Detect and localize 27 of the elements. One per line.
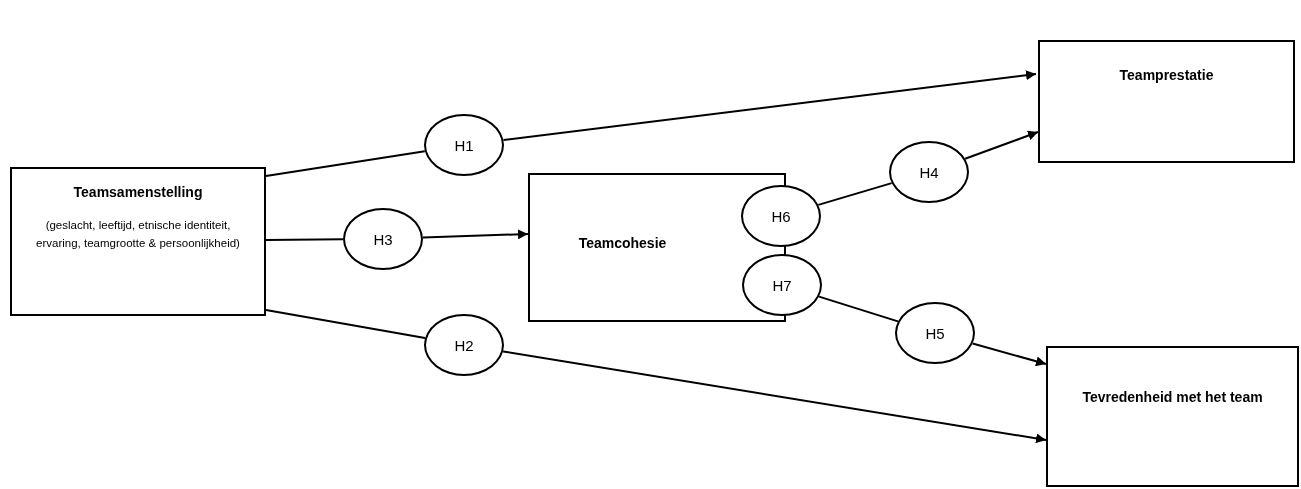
hypothesis-label: H4	[919, 163, 939, 181]
hypothesis-label: H1	[454, 136, 474, 154]
connector-line	[265, 309, 426, 340]
hypothesis-label: H7	[772, 276, 792, 294]
hypothesis-label: H5	[925, 324, 945, 342]
hypothesis-ellipse	[889, 141, 969, 203]
concept-title: Teamcohesie	[578, 234, 667, 254]
arrow	[421, 229, 529, 240]
concept-title: Teamsamenstelling	[73, 183, 203, 202]
hypothesis-label: H2	[454, 336, 474, 354]
concept-box	[528, 173, 743, 322]
arrow	[964, 130, 1039, 160]
arrow	[971, 342, 1047, 367]
concept-title: Teamprestatie	[1119, 66, 1214, 85]
arrow	[502, 350, 1047, 444]
concept-description: (geslacht, leeftijd, etnische identiteit, ervaring, teamgrootte & persoonlijkheid)	[35, 218, 241, 252]
connector-line	[818, 295, 899, 323]
connector-line	[265, 150, 426, 177]
arrow	[502, 70, 1037, 142]
hypothesis-label: H3	[373, 230, 393, 248]
connector-line	[265, 238, 344, 241]
connector-line	[817, 182, 893, 206]
concept-box	[10, 167, 266, 316]
concept-box	[1046, 346, 1299, 487]
concept-title: Tevredenheid met het team	[1082, 388, 1263, 407]
hypothesis-label: H6	[771, 207, 791, 225]
concept-box	[1038, 40, 1295, 163]
